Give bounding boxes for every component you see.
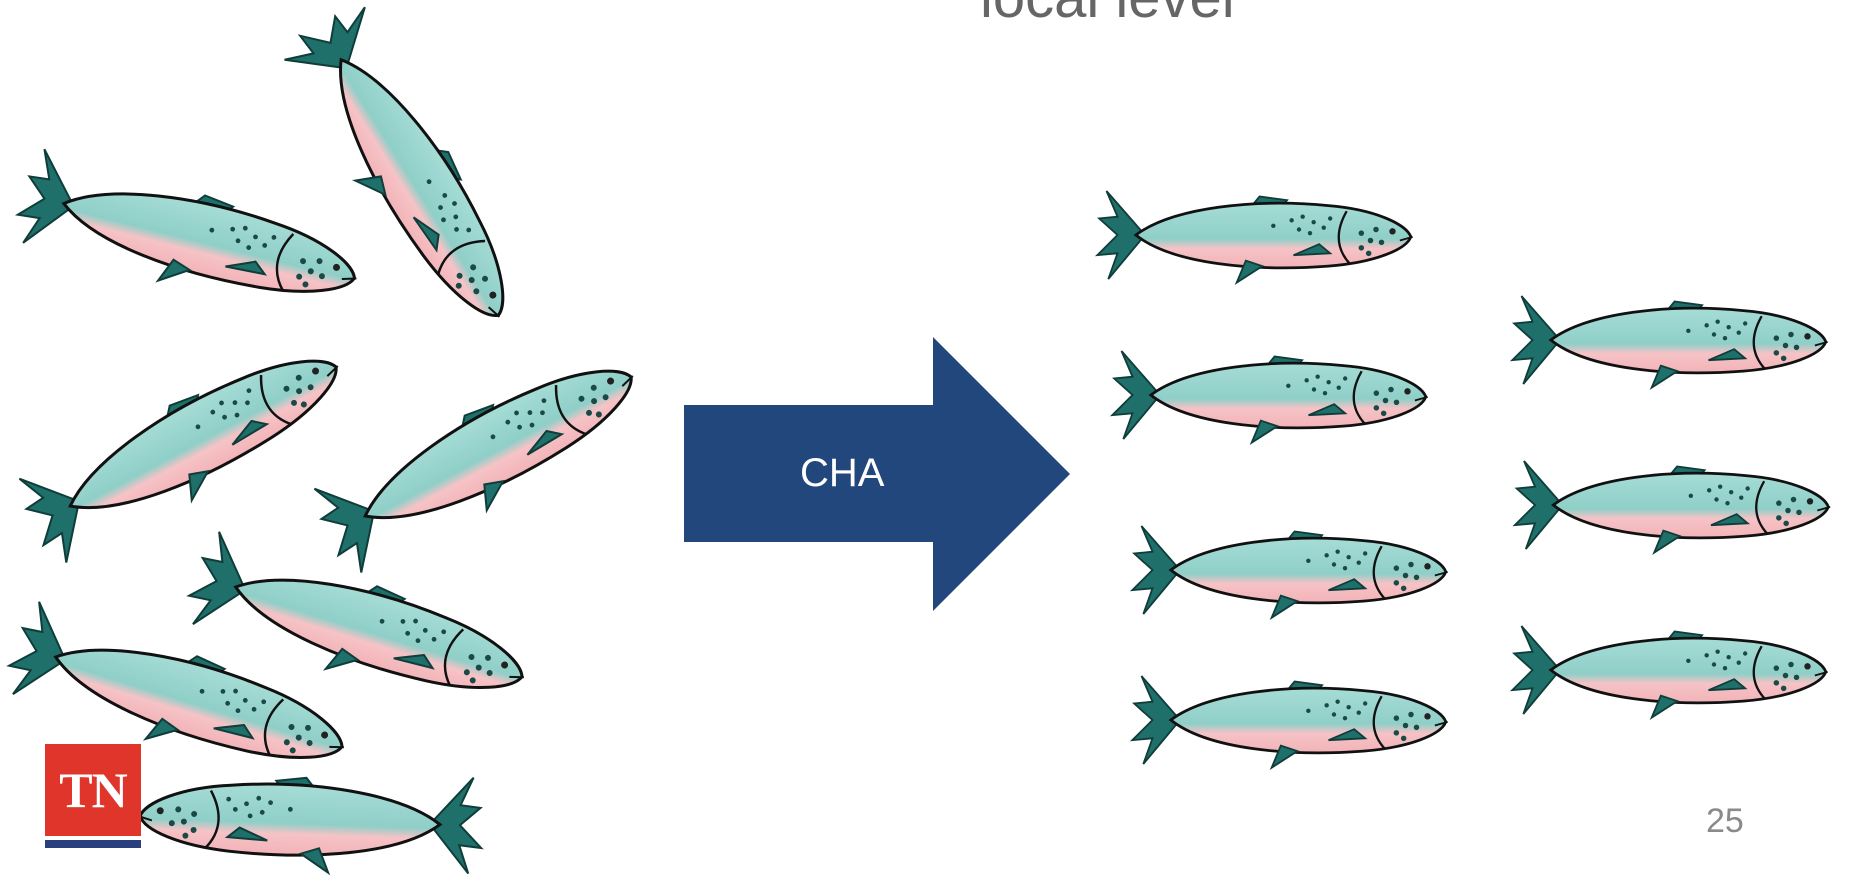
left-fish-7 — [128, 754, 492, 886]
logo-red-box: TN — [45, 744, 141, 836]
right-fish-5 — [1490, 285, 1850, 395]
left-fish-3 — [0, 308, 372, 583]
tn-logo: TN — [45, 744, 141, 852]
left-fish-4 — [293, 318, 667, 593]
right-fish-2 — [1090, 340, 1450, 450]
right-fish-4 — [1110, 665, 1470, 775]
arrow-label: CHA — [800, 451, 884, 496]
right-fish-6 — [1495, 450, 1850, 560]
logo-blue-stripe — [45, 840, 141, 848]
page-number: 25 — [1706, 802, 1744, 841]
slide-title-fragment: local level — [980, 0, 1235, 31]
right-fish-3 — [1110, 515, 1470, 625]
left-fish-1 — [1, 133, 379, 337]
logo-text: TN — [59, 761, 126, 819]
right-fish-7 — [1490, 615, 1850, 725]
right-fish-1 — [1075, 180, 1435, 290]
